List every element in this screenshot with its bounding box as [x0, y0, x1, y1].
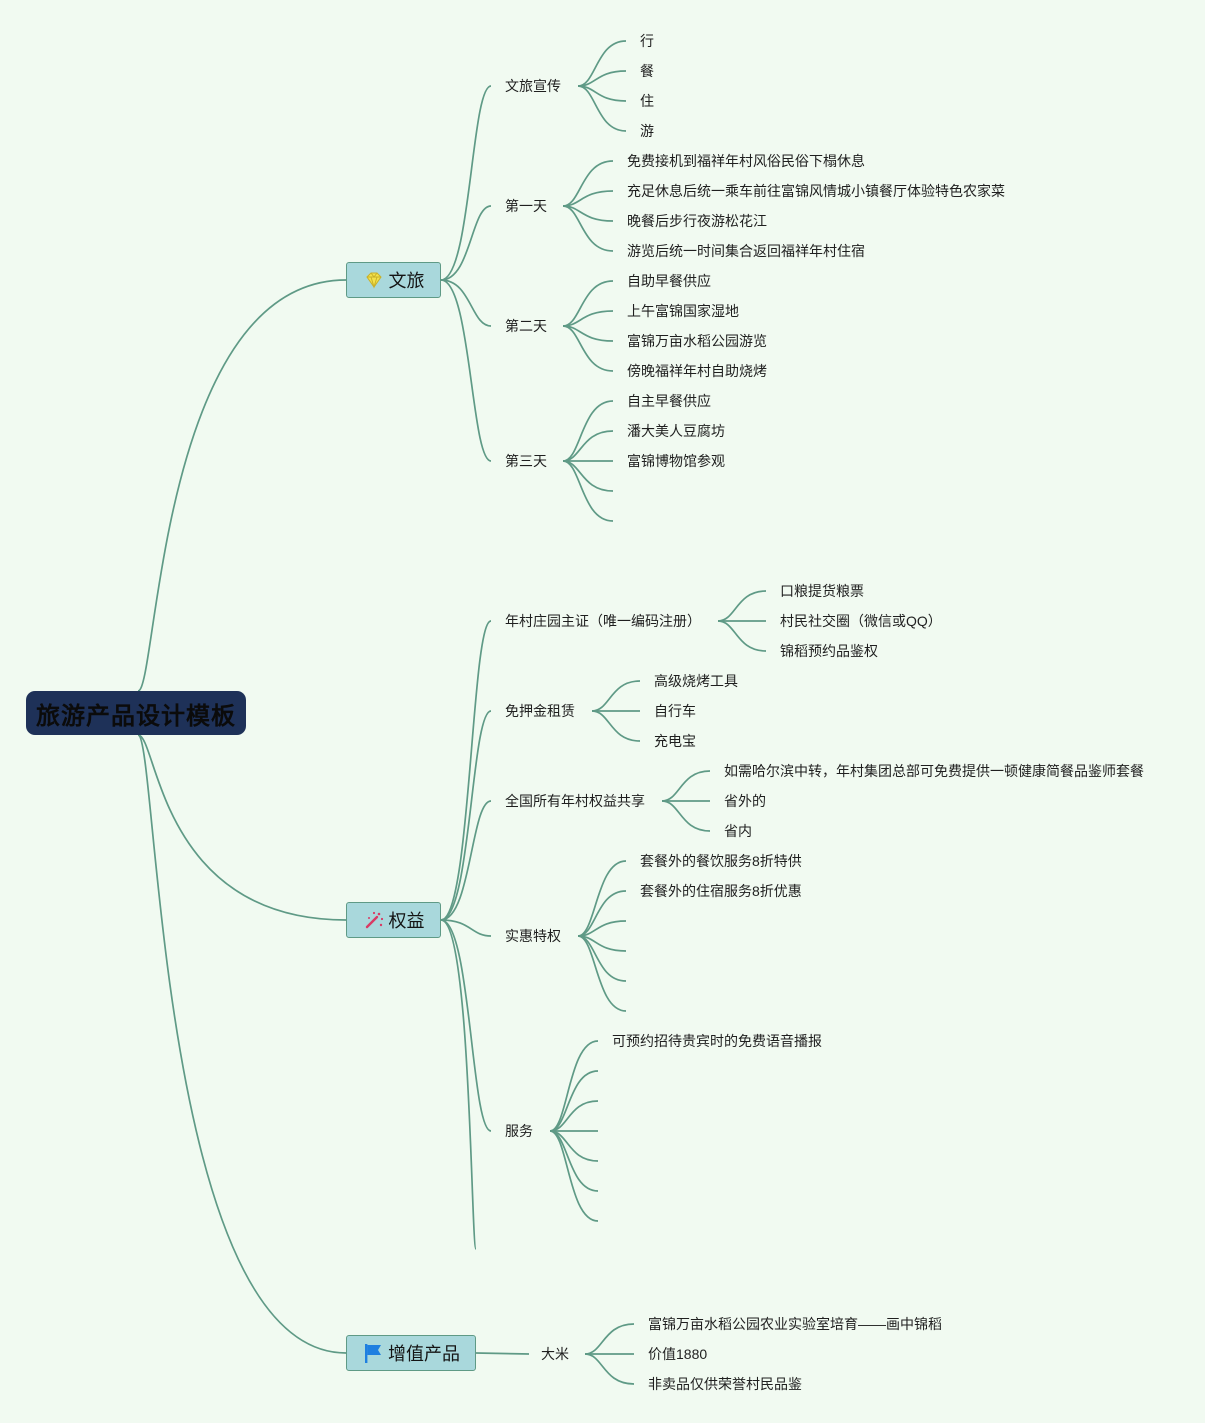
- connector-line: [440, 205, 492, 281]
- connector-line: [549, 1070, 599, 1132]
- leaf-node[interactable]: 充电宝: [654, 733, 696, 749]
- connector-line: [577, 935, 627, 1012]
- subtopic-node[interactable]: 服务: [505, 1123, 533, 1139]
- leaf-node[interactable]: 富锦万亩水稻公园游览: [627, 333, 767, 349]
- subtopic-node[interactable]: 免押金租赁: [505, 703, 575, 719]
- connector-line: [717, 590, 767, 622]
- subtopic-node[interactable]: 年村庄园主证（唯一编码注册）: [505, 613, 701, 629]
- connector-line: [562, 160, 614, 207]
- connector-line: [137, 734, 347, 921]
- leaf-node[interactable]: 套餐外的住宿服务8折优惠: [640, 883, 802, 899]
- connector-line: [577, 40, 627, 87]
- leaf-node[interactable]: 行: [640, 33, 654, 49]
- connector-line: [440, 800, 492, 921]
- connector-line: [440, 620, 492, 921]
- topic-zengzhi[interactable]: 增值产品: [346, 1335, 476, 1371]
- root-node[interactable]: 旅游产品设计模板: [26, 691, 246, 735]
- leaf-node[interactable]: 潘大美人豆腐坊: [627, 423, 725, 439]
- leaf-node[interactable]: 游览后统一时间集合返回福祥年村住宿: [627, 243, 865, 259]
- subtopic-node[interactable]: 第二天: [505, 318, 547, 334]
- leaf-node[interactable]: 口粮提货粮票: [780, 583, 864, 599]
- connector-line: [562, 400, 614, 462]
- connector-line: [562, 325, 614, 372]
- connector-line: [562, 205, 614, 252]
- connector-line: [584, 1353, 635, 1385]
- topic-label: 文旅: [388, 271, 425, 291]
- leaf-node[interactable]: 如需哈尔滨中转，年村集团总部可免费提供一顿健康简餐品鉴师套餐: [724, 763, 1144, 779]
- leaf-node[interactable]: 可预约招待贵宾时的免费语音播报: [612, 1033, 822, 1049]
- connector-line: [584, 1323, 635, 1355]
- connector-line: [717, 620, 767, 652]
- leaf-node[interactable]: 非卖品仅供荣誉村民品鉴: [648, 1376, 802, 1392]
- leaf-node[interactable]: 充足休息后统一乘车前往富锦风情城小镇餐厅体验特色农家菜: [627, 183, 1005, 199]
- leaf-node[interactable]: 晚餐后步行夜游松花江: [627, 213, 767, 229]
- connector-line: [549, 1100, 599, 1132]
- connector-line: [562, 280, 614, 327]
- leaf-node[interactable]: 富锦万亩水稻公园农业实验室培育——画中锦稻: [648, 1316, 942, 1332]
- magic-wand-icon: [363, 909, 385, 931]
- leaf-node[interactable]: 富锦博物馆参观: [627, 453, 725, 469]
- connector-line: [137, 279, 347, 692]
- leaf-node[interactable]: 高级烧烤工具: [654, 673, 738, 689]
- connector-line: [440, 279, 492, 462]
- connector-line: [577, 85, 627, 132]
- leaf-node[interactable]: 自助早餐供应: [627, 273, 711, 289]
- topic-label: 增值产品: [388, 1344, 460, 1364]
- leaf-node[interactable]: 省内: [724, 823, 752, 839]
- subtopic-node[interactable]: 实惠特权: [505, 928, 561, 944]
- subtopic-node[interactable]: 文旅宣传: [505, 78, 561, 94]
- leaf-node[interactable]: 价值1880: [648, 1346, 708, 1362]
- leaf-node[interactable]: 上午富锦国家湿地: [627, 303, 739, 319]
- connector-line: [440, 919, 492, 1132]
- connector-line: [440, 85, 492, 281]
- connector-line: [440, 919, 492, 937]
- connector-line: [591, 680, 641, 712]
- leaf-node[interactable]: 村民社交圈（微信或QQ）: [780, 613, 942, 629]
- leaf-node[interactable]: 住: [640, 93, 654, 109]
- connector-line: [562, 430, 614, 462]
- subtopic-node[interactable]: 第三天: [505, 453, 547, 469]
- connector-line: [440, 919, 477, 1250]
- leaf-node[interactable]: 套餐外的餐饮服务8折特供: [640, 853, 802, 869]
- root-title: 旅游产品设计模板: [36, 702, 236, 730]
- connector-line: [661, 770, 711, 802]
- leaf-node[interactable]: 餐: [640, 63, 654, 79]
- connector-line: [591, 710, 641, 742]
- connector-line: [475, 1352, 530, 1355]
- subtopic-node[interactable]: 大米: [541, 1346, 569, 1362]
- leaf-node[interactable]: 游: [640, 123, 654, 139]
- connector-line: [577, 935, 627, 982]
- topic-label: 权益: [388, 911, 425, 931]
- subtopic-node[interactable]: 第一天: [505, 198, 547, 214]
- connector-line: [440, 279, 492, 327]
- topic-wenlv[interactable]: 文旅: [346, 262, 441, 298]
- topic-quanyi[interactable]: 权益: [346, 902, 441, 938]
- connector-lines: [137, 40, 767, 1385]
- gem-icon: [363, 269, 385, 291]
- connector-line: [137, 734, 347, 1354]
- subtopic-node[interactable]: 全国所有年村权益共享: [505, 793, 645, 809]
- leaf-node[interactable]: 自行车: [654, 703, 696, 719]
- connector-line: [440, 710, 492, 921]
- connector-line: [661, 800, 711, 832]
- connector-line: [562, 460, 614, 522]
- connector-line: [549, 1040, 599, 1132]
- leaf-node[interactable]: 锦稻预约品鉴权: [780, 643, 878, 659]
- connector-line: [577, 890, 627, 937]
- connector-line: [577, 860, 627, 937]
- leaf-node[interactable]: 自主早餐供应: [627, 393, 711, 409]
- leaf-node[interactable]: 省外的: [724, 793, 766, 809]
- connector-line: [549, 1130, 599, 1222]
- leaf-node[interactable]: 免费接机到福祥年村风俗民俗下榻休息: [627, 153, 865, 169]
- flag-icon: [362, 1342, 384, 1364]
- leaf-node[interactable]: 傍晚福祥年村自助烧烤: [627, 363, 767, 379]
